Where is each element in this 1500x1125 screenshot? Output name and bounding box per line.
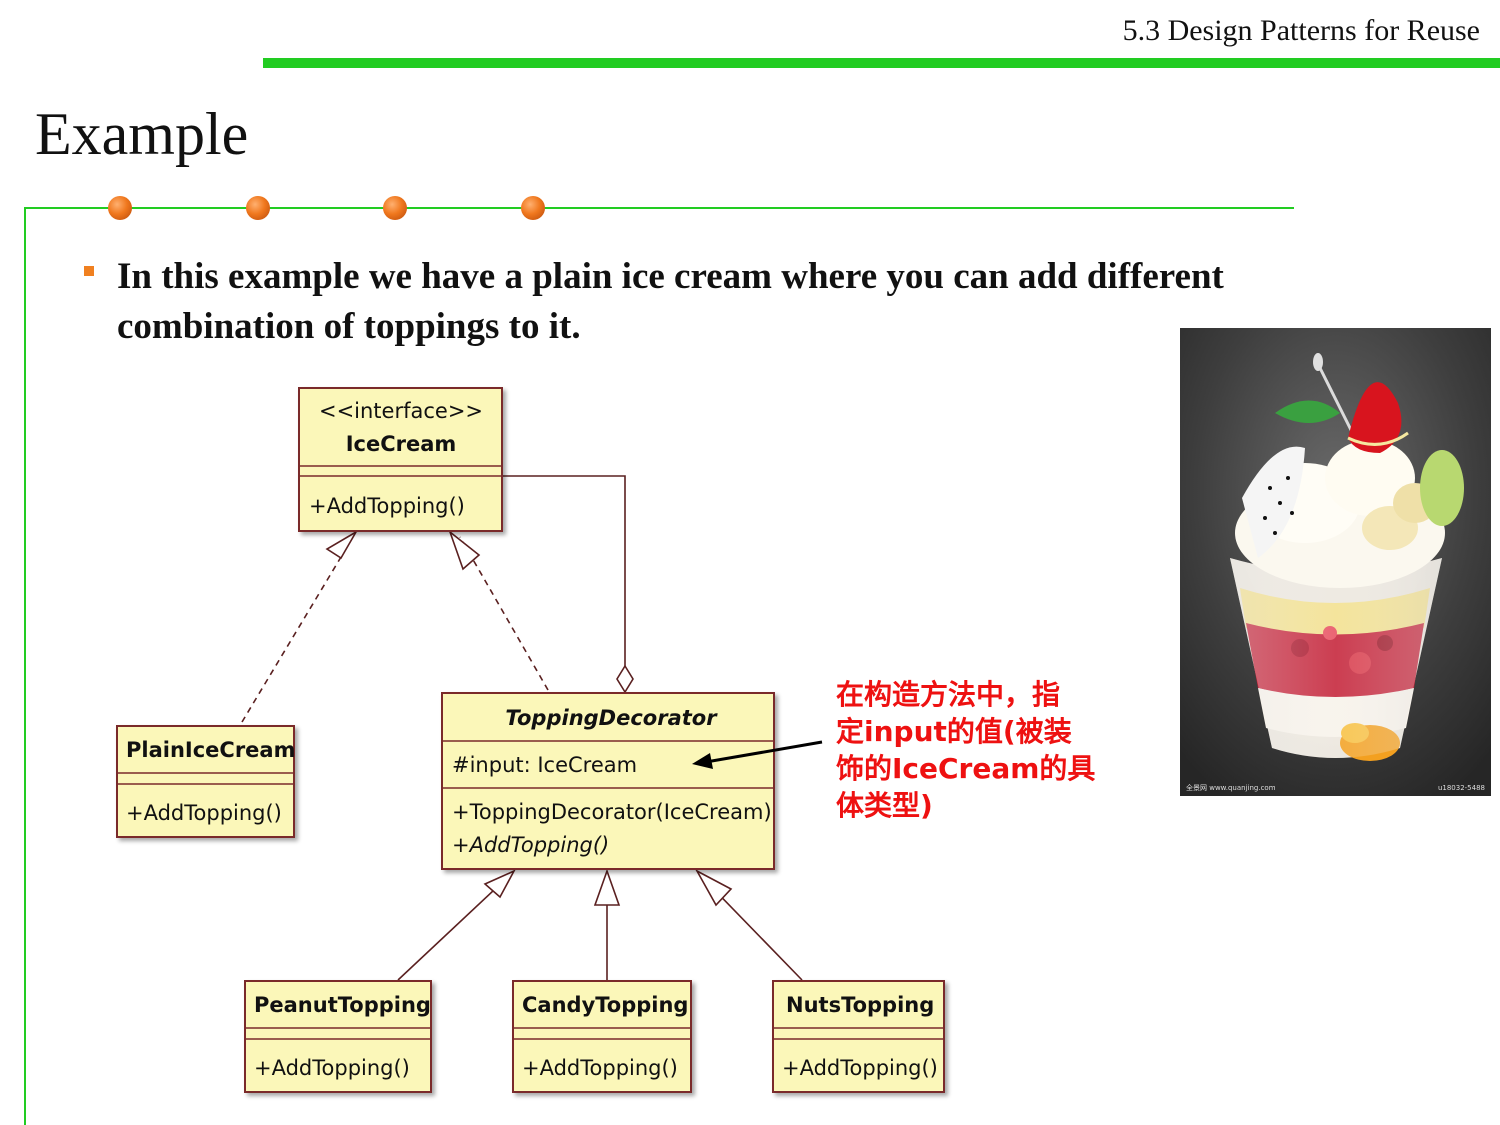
nutstopping-method: +AddTopping() xyxy=(782,1056,938,1080)
generalization-line-peanut xyxy=(397,874,511,981)
aggregation-line xyxy=(503,475,626,666)
peanuttopping-class-name: PeanutTopping xyxy=(254,993,431,1017)
annotation-arrow-line xyxy=(705,740,823,764)
candytopping-class-name: CandyTopping xyxy=(522,993,688,1017)
annotation-line: 在构造方法中，指 xyxy=(836,678,1061,711)
annotation-line: 体类型) xyxy=(836,789,933,822)
header-title: 5.3 Design Patterns for Reuse xyxy=(1122,14,1480,47)
plainicecream-class-name: PlainIceCream xyxy=(126,738,295,762)
realization-line-decorator xyxy=(459,536,549,691)
orange-dot xyxy=(521,196,545,220)
class-peanuttopping-box xyxy=(244,980,432,1093)
header-bar xyxy=(263,58,1500,68)
photo-watermark-right: u18032-5488 xyxy=(1438,784,1485,792)
class-candytopping-box xyxy=(512,980,692,1093)
candytopping-method: +AddTopping() xyxy=(522,1056,678,1080)
nutstopping-class-name: NutsTopping xyxy=(786,993,934,1017)
orange-dot xyxy=(246,196,270,220)
generalization-arrowhead xyxy=(483,869,516,899)
realization-line-plain xyxy=(241,536,354,723)
bullet-marker xyxy=(84,266,94,276)
orange-dot xyxy=(108,196,132,220)
annotation-line: 定input的值(被装 xyxy=(836,715,1072,748)
generalization-arrowhead xyxy=(694,869,733,907)
plainicecream-method: +AddTopping() xyxy=(126,801,282,825)
bullet-text: In this example we have a plain ice crea… xyxy=(117,256,1224,347)
class-icecream-box xyxy=(298,387,503,532)
class-toppingdecorator-box xyxy=(441,692,775,870)
icecream-stereotype: <<interface>> xyxy=(319,399,483,423)
annotation-line: 饰的IceCream的具 xyxy=(836,752,1096,785)
toppingdecorator-class-name: ToppingDecorator xyxy=(505,706,718,730)
annotation-arrowhead xyxy=(692,753,713,769)
annotation-text: 在构造方法中，指 定input的值(被装 饰的IceCream的具 体类型) xyxy=(836,676,1136,824)
toppingdecorator-constructor: +ToppingDecorator(IceCream) xyxy=(452,800,772,824)
realization-arrowhead xyxy=(448,529,481,571)
realization-arrowhead xyxy=(325,529,359,560)
toppingdecorator-attribute: #input: IceCream xyxy=(452,753,637,777)
class-plainicecream-box xyxy=(116,725,295,838)
generalization-arrowhead xyxy=(593,868,621,906)
aggregation-diamond xyxy=(616,664,634,694)
toppingdecorator-method: +AddTopping() xyxy=(452,833,609,857)
icecream-class-name: IceCream xyxy=(346,432,457,456)
icecream-method: +AddTopping() xyxy=(309,494,465,518)
frame-top-line xyxy=(25,207,1294,209)
frame-left-line xyxy=(24,207,26,1125)
slide-title: Example xyxy=(35,101,249,167)
photo-watermark-left: 全景网 www.quanjing.com xyxy=(1186,783,1276,792)
ice-cream-sundae-photo: 全景网 www.quanjing.com u18032-5488 xyxy=(1180,328,1491,796)
orange-dot xyxy=(383,196,407,220)
peanuttopping-method: +AddTopping() xyxy=(254,1056,410,1080)
class-nutstopping-box xyxy=(772,980,945,1093)
